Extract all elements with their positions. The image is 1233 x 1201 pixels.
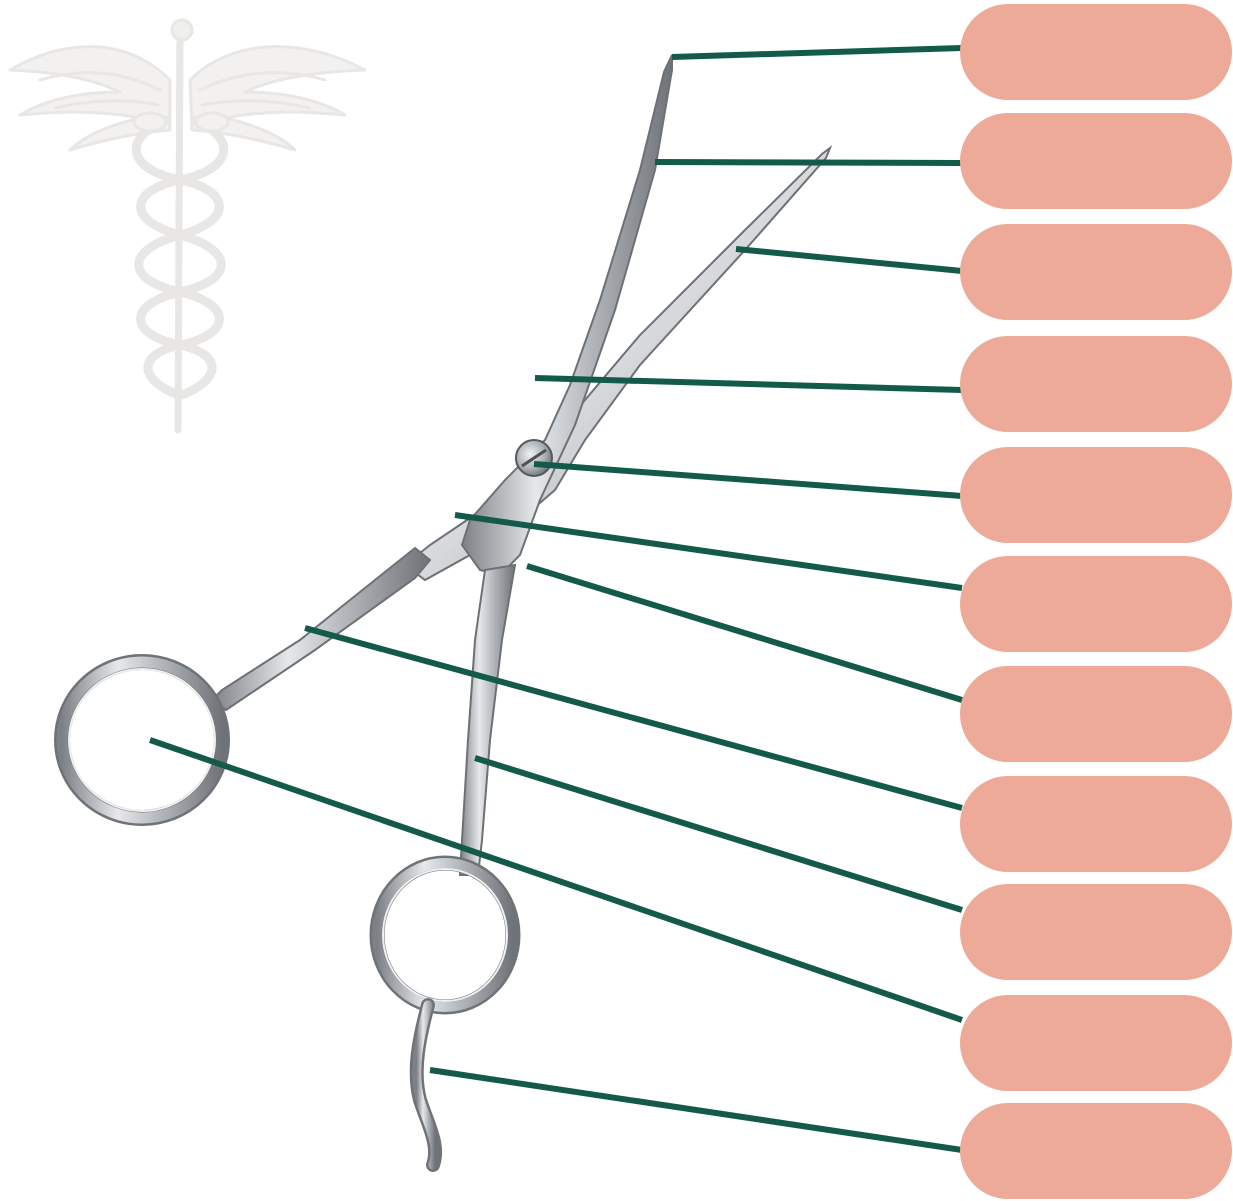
label-boxes bbox=[960, 4, 1232, 1199]
lower-finger-ring-icon bbox=[377, 863, 513, 1007]
leader-line-3 bbox=[736, 249, 962, 271]
left-finger-ring-icon bbox=[62, 662, 222, 818]
caduceus-icon bbox=[10, 20, 365, 430]
leader-line-2 bbox=[655, 162, 962, 163]
leader-line-1 bbox=[672, 48, 962, 57]
lower-shank-icon bbox=[212, 548, 430, 710]
label-box-2[interactable] bbox=[960, 113, 1232, 209]
label-box-8[interactable] bbox=[960, 776, 1232, 872]
label-box-1[interactable] bbox=[960, 4, 1232, 100]
pivot-screw-icon bbox=[516, 440, 552, 476]
label-box-5[interactable] bbox=[960, 447, 1232, 543]
leader-line-11 bbox=[430, 1070, 962, 1150]
leader-lines bbox=[150, 48, 962, 1150]
leader-line-8 bbox=[305, 628, 962, 808]
leader-line-5 bbox=[534, 464, 962, 496]
label-box-7[interactable] bbox=[960, 666, 1232, 762]
label-box-6[interactable] bbox=[960, 556, 1232, 652]
label-box-3[interactable] bbox=[960, 224, 1232, 320]
label-box-11[interactable] bbox=[960, 1103, 1232, 1199]
leader-line-6 bbox=[455, 515, 962, 588]
label-box-4[interactable] bbox=[960, 336, 1232, 432]
leader-line-9 bbox=[475, 758, 962, 910]
upper-shank-icon bbox=[460, 565, 515, 875]
label-box-9[interactable] bbox=[960, 884, 1232, 980]
label-box-10[interactable] bbox=[960, 995, 1232, 1091]
leader-line-7 bbox=[527, 566, 962, 700]
upper-blade-icon bbox=[462, 55, 672, 575]
